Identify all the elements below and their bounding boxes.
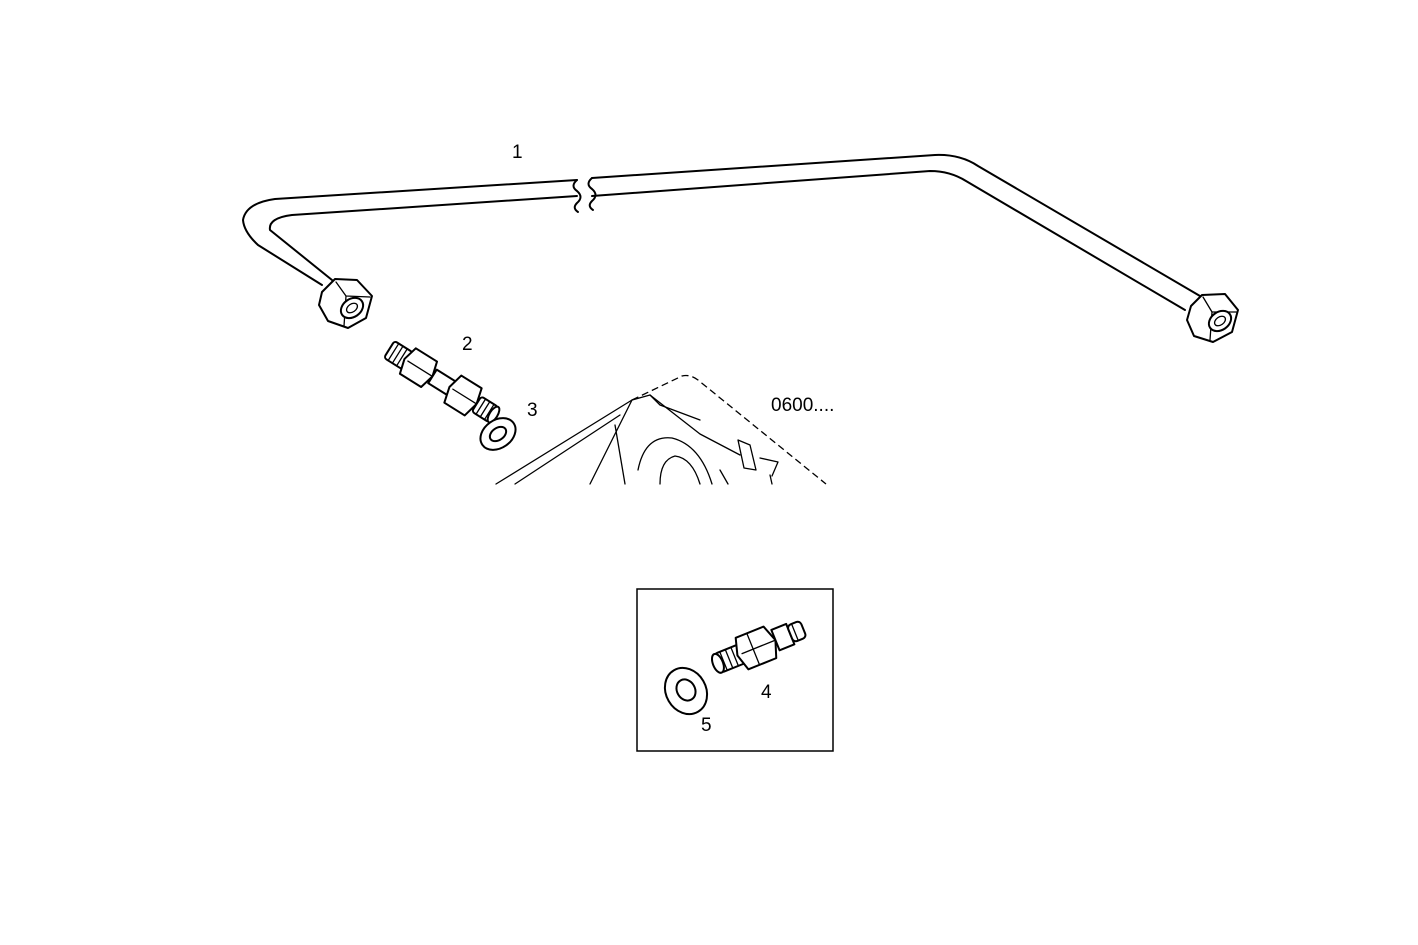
washer-part-3 xyxy=(479,417,517,451)
pipe-nut-right xyxy=(1186,293,1239,343)
inset-detail-box xyxy=(636,588,834,752)
callout-1: 1 xyxy=(512,142,523,163)
washer-part-5 xyxy=(663,666,709,716)
pipe-nut-left xyxy=(318,278,373,329)
callout-3: 3 xyxy=(527,400,538,421)
pipe-part-1 xyxy=(242,153,1239,343)
callout-5: 5 xyxy=(701,715,712,736)
callout-2: 2 xyxy=(462,334,473,355)
callout-4: 4 xyxy=(761,682,772,703)
union-fitting-part-2 xyxy=(384,341,501,424)
union-part-4 xyxy=(710,620,807,674)
housing-outline xyxy=(495,374,827,485)
reference-label: 0600.... xyxy=(771,395,834,416)
